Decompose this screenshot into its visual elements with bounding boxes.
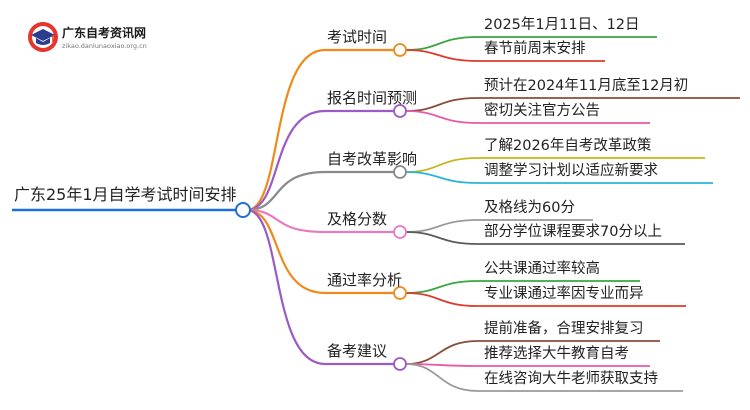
category-node <box>393 357 407 371</box>
root-node <box>235 202 251 218</box>
leaf-connector <box>405 49 479 62</box>
category-node <box>393 43 407 57</box>
leaf-connector <box>405 36 479 51</box>
leaf-label: 提前准备，合理安排复习 <box>484 321 644 337</box>
leaf-label: 及格线为60分 <box>484 200 575 216</box>
leaf-connector <box>405 171 479 184</box>
leaf-connector <box>405 231 479 245</box>
category-label: 自考改革影响 <box>327 150 418 168</box>
leaf-label: 预计在2024年11月底至12月初 <box>484 78 689 94</box>
category-node <box>393 286 407 300</box>
logo-title: 广东自考资讯网 <box>62 26 147 40</box>
leaf-connector <box>405 280 479 294</box>
logo-url: zikao.danlunaoxiao.org.cn <box>62 42 147 50</box>
leaf-label: 密切关注官方公告 <box>484 103 600 119</box>
leaf-connector <box>405 110 479 124</box>
branch-connector <box>246 208 326 295</box>
category-node <box>393 165 407 179</box>
leaf-label: 专业课通过率因专业而异 <box>484 286 644 302</box>
graduation-cap-icon <box>28 22 58 52</box>
category-node <box>393 225 407 239</box>
branch-connector <box>246 170 326 212</box>
category-label: 考试时间 <box>327 28 388 46</box>
leaf-label: 公共课通过率较高 <box>484 261 600 277</box>
branch-connector <box>246 48 326 212</box>
site-logo: 广东自考资讯网 zikao.danlunaoxiao.org.cn <box>26 18 226 58</box>
category-node <box>393 104 407 118</box>
branch-connector <box>246 208 326 366</box>
leaf-connector <box>405 363 479 392</box>
leaf-connector <box>405 292 479 307</box>
category-label: 及格分数 <box>327 210 388 228</box>
branch-connector <box>246 109 326 212</box>
leaf-label: 2025年1月11日、12日 <box>484 17 640 33</box>
leaf-label: 了解2026年自考改革政策 <box>484 138 652 154</box>
leaf-label: 部分学位课程要求70分以上 <box>484 224 662 240</box>
category-label: 报名时间预测 <box>327 89 418 107</box>
root-topic: 广东25年1月自学考试时间安排 <box>14 185 237 204</box>
category-label: 备考建议 <box>327 342 388 360</box>
category-label: 通过率分析 <box>327 271 403 289</box>
branch-connector <box>246 208 326 234</box>
leaf-label: 推荐选择大牛教育自考 <box>484 346 629 362</box>
leaf-label: 在线咨询大牛老师获取支持 <box>484 371 658 387</box>
leaf-label: 调整学习计划以适应新要求 <box>484 163 658 179</box>
leaf-label: 春节前周末安排 <box>484 41 586 57</box>
leaf-connector <box>405 219 479 233</box>
leaf-connector <box>405 340 479 365</box>
